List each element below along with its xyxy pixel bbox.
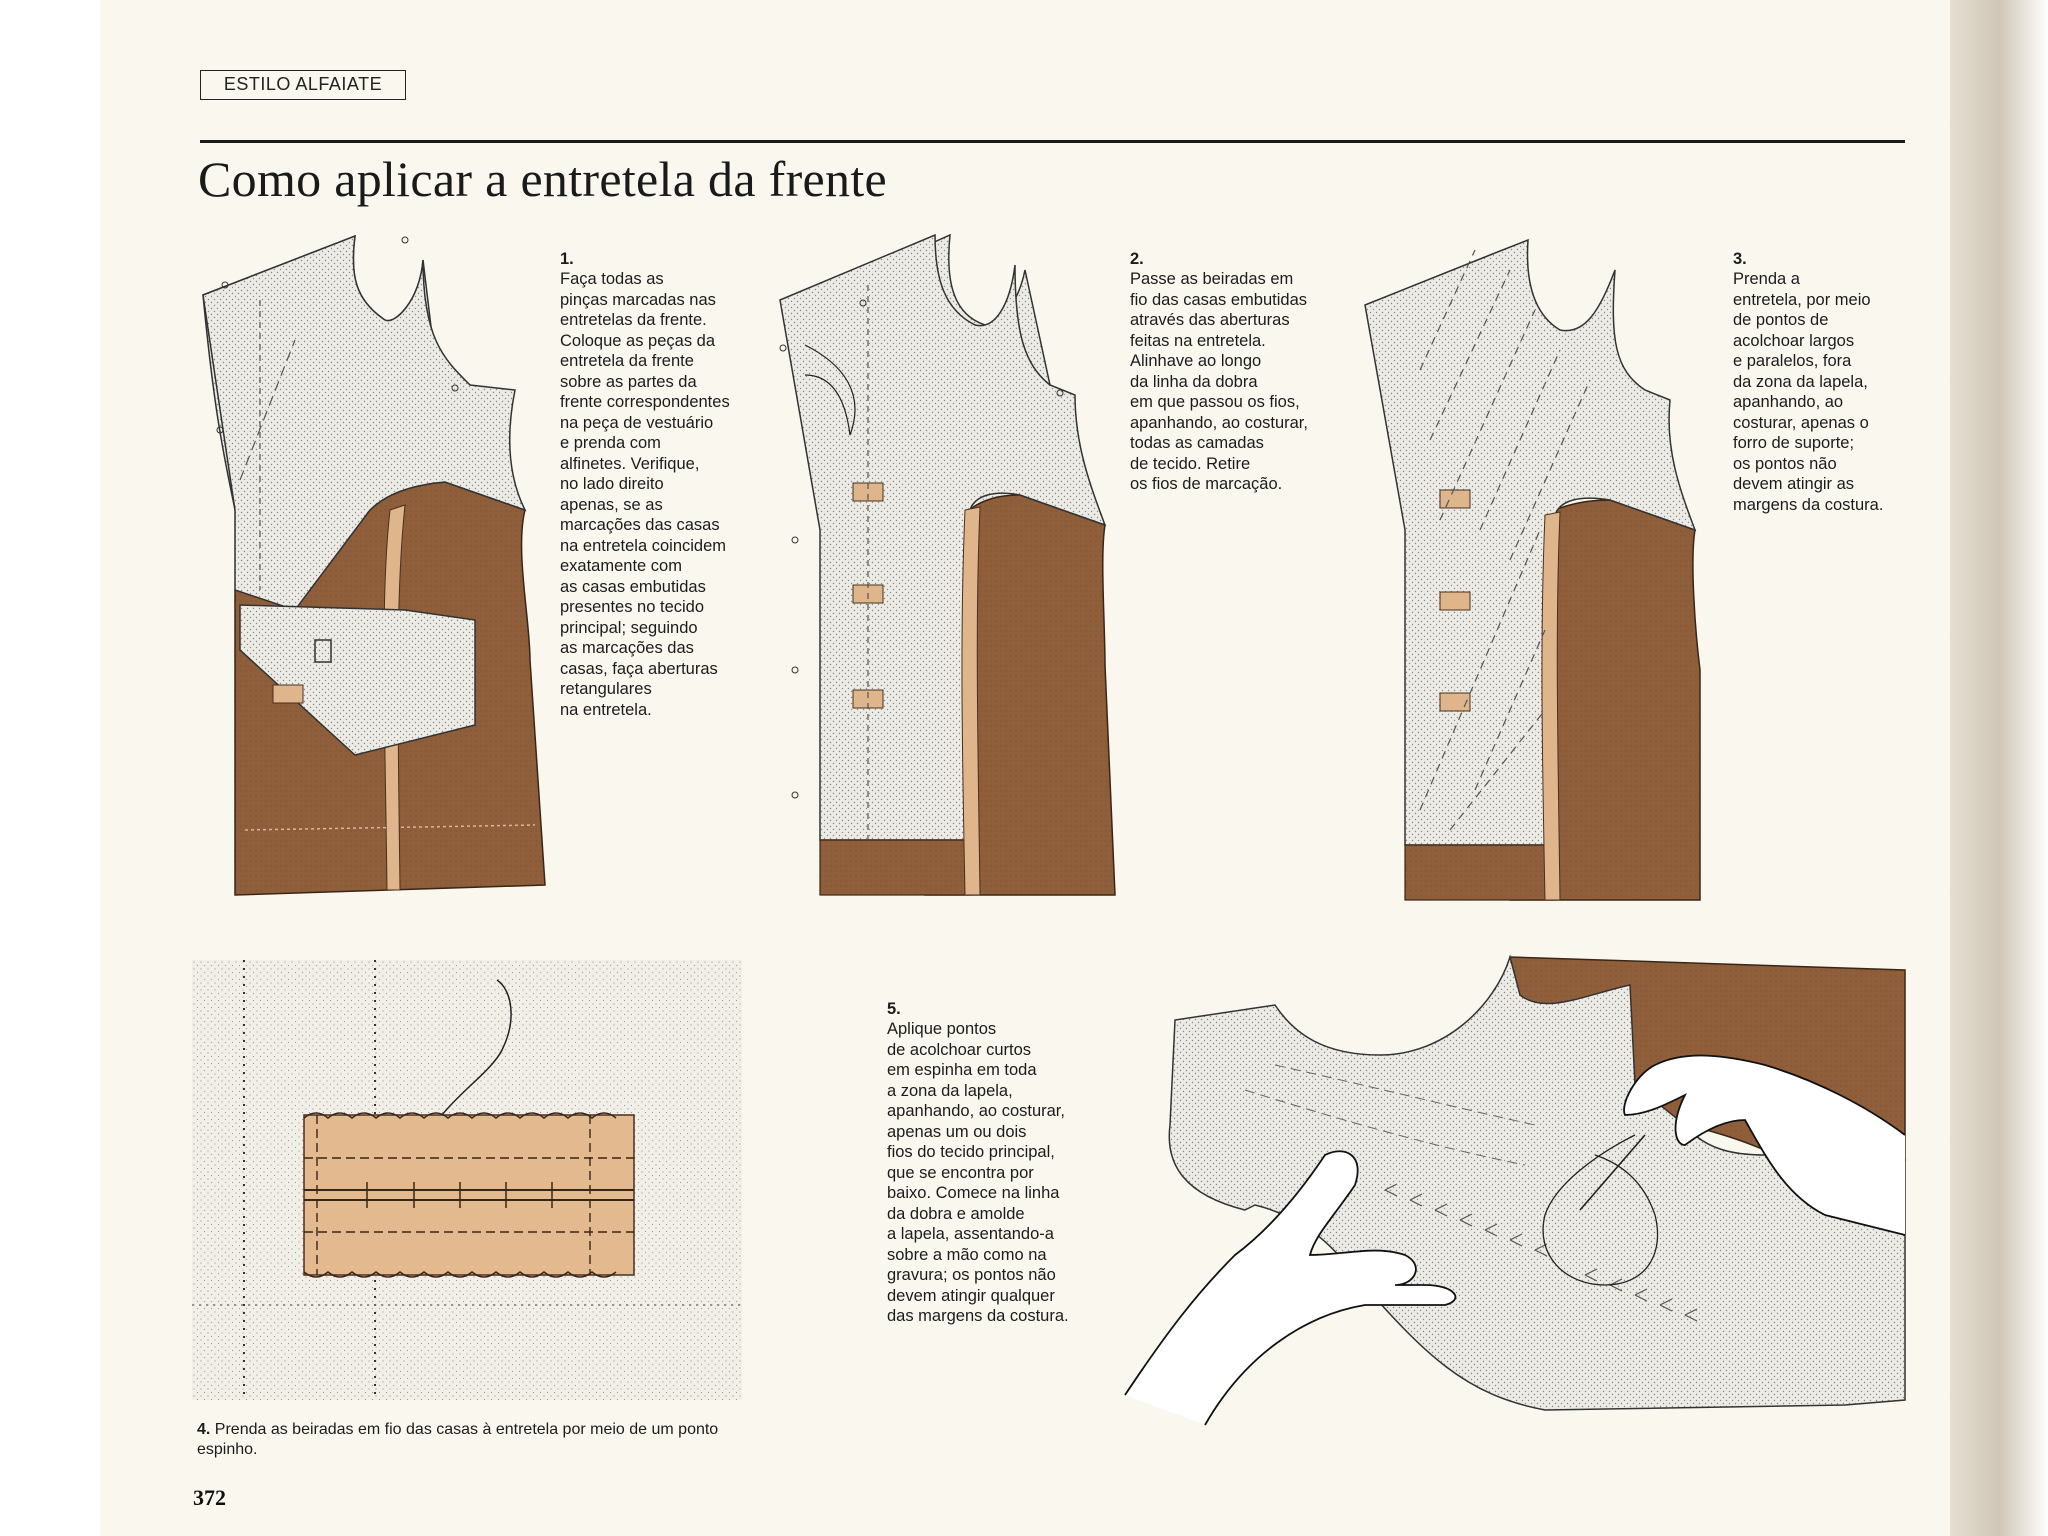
figure-step-4 [192, 960, 742, 1400]
step-4-number: 4. [197, 1421, 210, 1438]
step-1-text: 1. Faça todas as pinças marcadas nas ent… [560, 228, 790, 720]
step-3-text: 3. Prenda a entretela, por meio de ponto… [1733, 228, 1933, 515]
step-3-body: Prenda a entretela, por meio de pontos d… [1733, 270, 1883, 514]
page-number: 372 [193, 1485, 226, 1511]
page-gutter [1950, 0, 2048, 1536]
figure-step-3 [1360, 230, 1710, 910]
step-1-number: 1. [560, 250, 574, 268]
figure-step-2 [775, 225, 1125, 905]
step-4-caption: 4. Prenda as beiradas em fio das casas à… [197, 1420, 737, 1460]
page-title: Como aplicar a entretela da frente [198, 150, 887, 208]
step-2-text: 2. Passe as beiradas em fio das casas em… [1130, 228, 1360, 495]
step-2-body: Passe as beiradas em fio das casas embut… [1130, 270, 1308, 493]
step-5-body: Aplique pontos de acolchoar curtos em es… [887, 1020, 1069, 1325]
step-2-number: 2. [1130, 250, 1144, 268]
section-tag: ESTILO ALFAIATE [200, 70, 406, 100]
step-5-number: 5. [887, 1000, 901, 1018]
step-5-text: 5. Aplique pontos de acolchoar curtos em… [887, 978, 1127, 1327]
step-4-body: Prenda as beiradas em fio das casas à en… [197, 1421, 718, 1458]
step-1-body: Faça todas as pinças marcadas nas entret… [560, 270, 730, 719]
figure-step-1 [195, 220, 555, 900]
header-rule [200, 140, 1905, 143]
figure-step-5 [1125, 955, 1905, 1425]
step-3-number: 3. [1733, 250, 1747, 268]
